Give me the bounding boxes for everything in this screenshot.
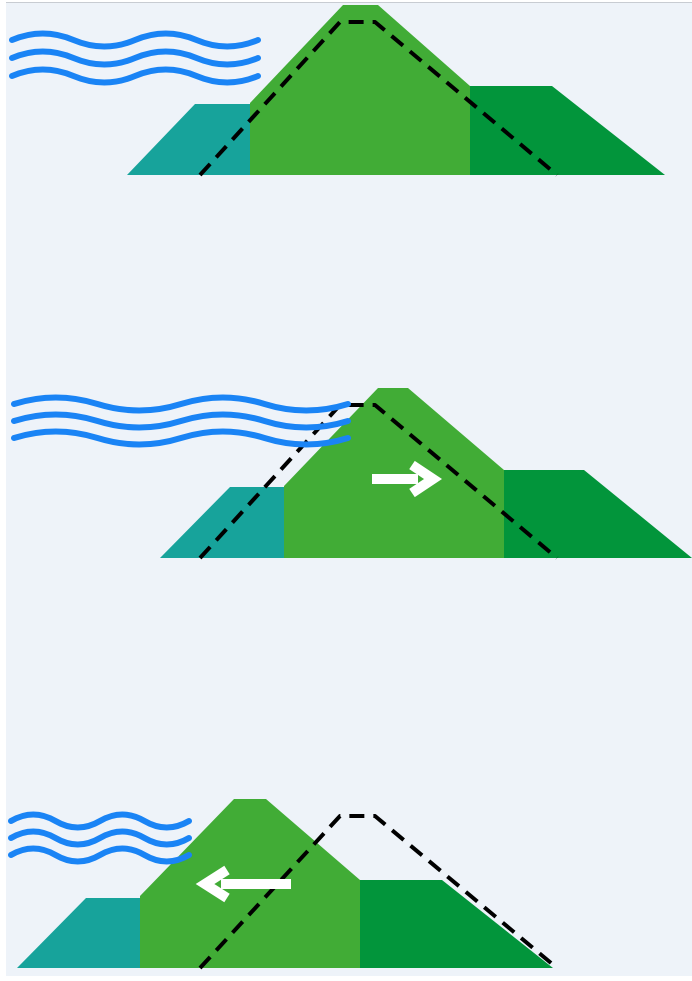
- top-border: [6, 2, 692, 3]
